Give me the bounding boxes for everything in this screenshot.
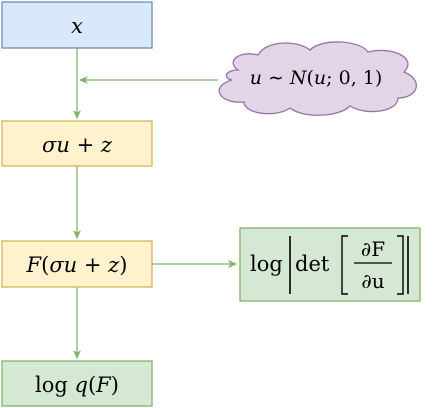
bracket-right	[397, 235, 404, 295]
node-transform-box	[1, 240, 153, 288]
node-logq-label: log q(F)	[35, 373, 119, 397]
logdet-log-label: log	[250, 252, 283, 276]
node-shift: σu + z	[1, 120, 153, 167]
node-x-label: x	[71, 14, 83, 38]
bracket-left	[341, 235, 348, 295]
edges	[73, 48, 237, 359]
node-logdet: log det ∂F ∂u	[239, 227, 421, 302]
fraction-numerator: ∂F	[361, 237, 385, 261]
node-transform: F(σu + z)	[1, 240, 153, 288]
node-noise: u∼N(u; 0, 1)	[218, 41, 417, 116]
noise-label: u∼N(u; 0, 1)	[250, 67, 383, 89]
node-logq-box	[1, 360, 153, 407]
node-logq: log q(F)	[1, 360, 153, 407]
node-transform-label: F(σu + z)	[26, 253, 128, 277]
node-logdet-box	[239, 227, 421, 302]
node-x: x	[1, 1, 153, 49]
fraction-denominator: ∂u	[361, 269, 384, 293]
logdet-det-label: det	[295, 252, 330, 276]
node-x-box	[1, 1, 153, 49]
noise-cloud-shape	[218, 41, 417, 116]
node-shift-box	[1, 120, 153, 167]
node-shift-label: σu + z	[42, 133, 113, 157]
